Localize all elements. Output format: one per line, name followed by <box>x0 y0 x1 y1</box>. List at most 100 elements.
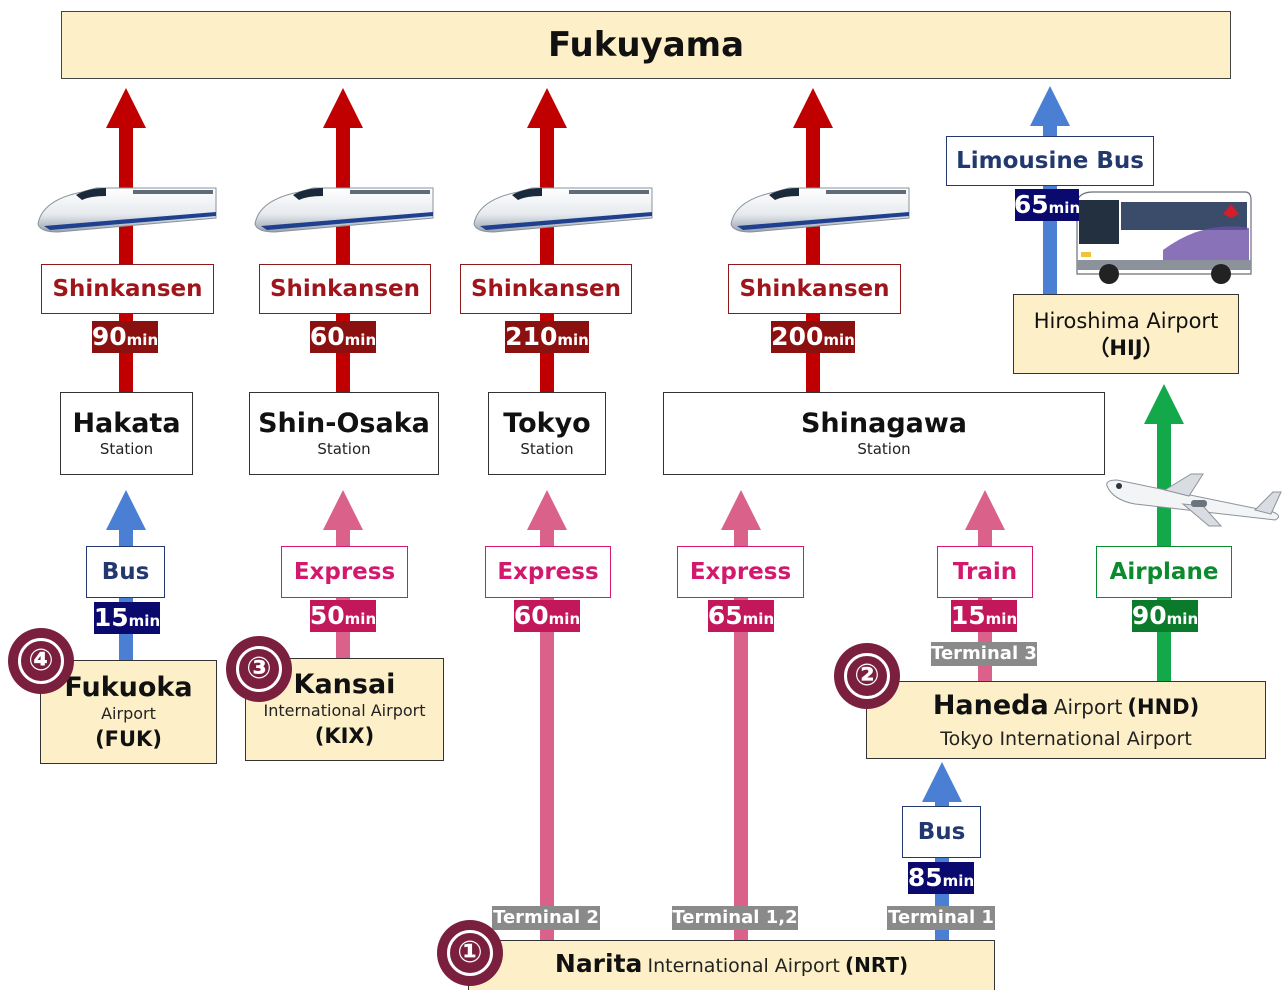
station-name: Shinagawa <box>800 407 968 439</box>
time-value: 60 <box>513 601 549 630</box>
station-shinagawa: Shinagawa Station <box>663 392 1105 475</box>
station-sub: Station <box>99 439 154 458</box>
airport-sub-full: Tokyo International Airport <box>940 727 1192 750</box>
terminal-badge-narita-t1: Terminal 1 <box>887 906 995 930</box>
airport-sub: International Airport <box>647 955 840 977</box>
time-unit: min <box>1166 610 1199 628</box>
time-unit: min <box>942 872 975 890</box>
time-unit: min <box>126 331 159 349</box>
airport-code: (FUK) <box>95 727 162 751</box>
narita-tokyo-express-label: Express <box>485 546 611 598</box>
time-value: 65 <box>1013 190 1049 219</box>
airport-name: Kansai <box>293 668 396 700</box>
time-value: 85 <box>907 863 943 892</box>
station-sub: Station <box>857 439 911 458</box>
destination-box: Fukuyama <box>61 11 1231 79</box>
route-number: ④ <box>18 638 64 684</box>
hiroshima-airport-code: （HIJ） <box>1088 336 1164 360</box>
time-unit: min <box>742 610 775 628</box>
time-value: 50 <box>309 601 345 630</box>
route-number-2-badge: ② <box>834 643 900 709</box>
terminal-badge-narita-t2: Terminal 2 <box>492 906 600 930</box>
time-unit: min <box>823 331 855 349</box>
station-hakata: Hakata Station <box>60 392 193 475</box>
hiroshima-airport-name: Hiroshima Airport <box>1033 309 1219 333</box>
shinkansen-label-hakata: Shinkansen <box>41 264 214 314</box>
narita-bus-label: Bus <box>902 806 981 858</box>
shinkansen-train-icon <box>37 187 217 233</box>
airport-code: (HND) <box>1127 694 1200 719</box>
time-value: 15 <box>93 603 129 632</box>
airport-sub: Airport <box>1053 694 1123 719</box>
time-unit: min <box>344 331 377 349</box>
time-value: 90 <box>91 322 127 351</box>
limousine-bus-label: Limousine Bus <box>946 136 1154 186</box>
kansai-airport-box: Kansai International Airport (KIX) <box>245 658 444 761</box>
time-value: 210 <box>505 322 558 351</box>
terminal-badge-narita-t12: Terminal 1,2 <box>672 906 798 930</box>
route-number-1-badge: ① <box>437 920 503 986</box>
station-sub: Station <box>317 439 371 458</box>
route-number-4-badge: ④ <box>8 628 74 694</box>
time-unit: min <box>1048 199 1081 217</box>
shinkansen-train-icon <box>473 187 653 233</box>
time-value: 65 <box>707 601 743 630</box>
time-unit: min <box>985 610 1018 628</box>
bus-icon <box>1076 191 1252 284</box>
shinkansen-train-icon <box>254 187 434 233</box>
haneda-airport-box: Haneda Airport (HND) Tokyo International… <box>866 681 1266 759</box>
shinkansen-label-tokyo: Shinkansen <box>460 264 632 314</box>
station-name: Shin-Osaka <box>258 407 430 439</box>
route-number: ③ <box>236 646 282 692</box>
station-name: Hakata <box>72 407 181 439</box>
airport-sub: International Airport <box>263 700 426 720</box>
narita-airport-box: Narita International Airport (NRT) <box>468 940 995 990</box>
time-unit: min <box>548 610 581 628</box>
airport-name: Fukuoka <box>64 672 193 703</box>
fukuoka-airport-box: Fukuoka Airport (FUK) <box>40 660 217 764</box>
airport-code: (KIX) <box>314 723 375 748</box>
airport-name: Haneda <box>932 689 1049 721</box>
airplane-arrow <box>1144 384 1184 682</box>
time-unit: min <box>557 331 589 349</box>
hiroshima-airport-box: Hiroshima Airport （HIJ） <box>1013 294 1239 374</box>
shinkansen-label-shin-osaka: Shinkansen <box>259 264 431 314</box>
airplane-label: Airplane <box>1096 546 1232 598</box>
time-unit: min <box>128 612 161 630</box>
route-number-3-badge: ③ <box>226 636 292 702</box>
route-number: ① <box>447 930 493 976</box>
kansai-express-label: Express <box>281 546 408 598</box>
time-value: 15 <box>950 601 986 630</box>
station-tokyo: Tokyo Station <box>488 392 606 475</box>
time-value: 90 <box>1131 601 1167 630</box>
haneda-train-label: Train <box>937 546 1033 598</box>
time-unit: min <box>344 610 377 628</box>
narita-title-line: Narita International Airport (NRT) <box>555 946 908 985</box>
airport-code: (NRT) <box>844 953 909 977</box>
fukuoka-bus-label: Bus <box>86 546 165 598</box>
airplane-icon <box>1106 473 1282 527</box>
station-shin-osaka: Shin-Osaka Station <box>249 392 439 475</box>
airport-name: Narita <box>554 949 643 978</box>
shinkansen-train-icon <box>730 187 910 233</box>
terminal-badge-haneda: Terminal 3 <box>931 642 1037 666</box>
time-value: 200 <box>771 322 824 351</box>
narita-shinagawa-express-label: Express <box>677 546 804 598</box>
station-sub: Station <box>520 439 574 458</box>
airport-sub: Airport <box>101 704 156 723</box>
time-value: 60 <box>309 322 345 351</box>
station-name: Tokyo <box>503 407 591 439</box>
route-number: ② <box>844 653 890 699</box>
